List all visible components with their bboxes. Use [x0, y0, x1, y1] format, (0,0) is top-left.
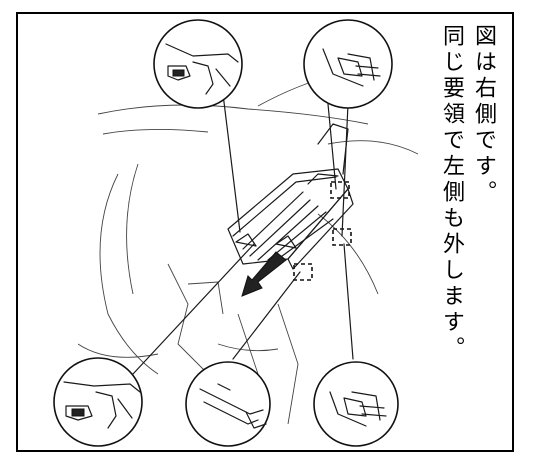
caption-right-side-note: 図は右側です。: [471, 24, 496, 206]
clip-detail-top-left: [153, 19, 243, 109]
clip-marker-upper: [330, 181, 350, 199]
leader-lines: [132, 93, 354, 375]
vehicle-body-lines: [77, 73, 419, 425]
diagram-frame: 図は右側です。 同じ要領で左側も外します。: [16, 12, 514, 452]
parts-removal-illustration: [53, 19, 419, 447]
clip-detail-bottom-center: [185, 361, 271, 447]
hook-marker-right: [275, 235, 297, 249]
removal-direction-arrow: [241, 251, 287, 297]
hook-marker-left: [235, 233, 257, 247]
clip-detail-bottom-left: [53, 357, 143, 447]
clip-detail-top-right: [303, 19, 393, 109]
clip-marker-lower: [293, 263, 313, 281]
clip-detail-bottom-right: [313, 361, 399, 447]
caption-left-side-instruction: 同じ要領で左側も外します。: [439, 24, 464, 362]
